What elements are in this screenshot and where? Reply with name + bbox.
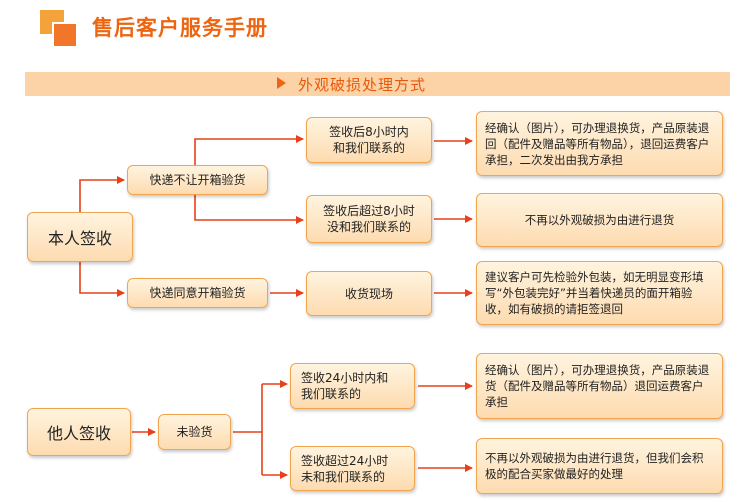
result-within-24h-text: 经确认（图片），可办理退换货，产品原装退货（配件及赠品等所有物品）退回运费客户承… <box>485 363 710 409</box>
result-within-8h-text: 经确认（图片），可办理退换货，产品原装退回（配件及赠品等所有物品），退回运费客户… <box>485 120 710 167</box>
result-over-24h-text: 不再以外观破损为由进行退货，但我们会积极的配合买家做最好的处理 <box>485 451 704 481</box>
node-within-8h: 签收后8小时内 和我们联系的 <box>306 117 432 163</box>
play-arrow-icon <box>277 77 286 89</box>
node-over-24h-label: 签收超过24小时 未和我们联系的 <box>301 453 389 484</box>
node-other-signed: 他人签收 <box>27 408 131 456</box>
node-within-24h: 签收24小时内和 我们联系的 <box>290 363 415 409</box>
node-within-24h-label: 签收24小时内和 我们联系的 <box>301 371 389 401</box>
node-courier-open-label: 快递同意开箱验货 <box>149 286 246 300</box>
node-over-8h: 签收后超过8小时 没和我们联系的 <box>306 195 432 243</box>
node-courier-open: 快递同意开箱验货 <box>127 278 268 308</box>
node-no-inspection: 未验货 <box>158 414 231 450</box>
node-no-inspection-label: 未验货 <box>176 425 213 439</box>
node-over-24h: 签收超过24小时 未和我们联系的 <box>290 446 415 491</box>
logo-square-front <box>52 22 78 48</box>
node-other-signed-label: 他人签收 <box>46 424 111 443</box>
node-within-8h-label: 签收后8小时内 和我们联系的 <box>329 125 409 155</box>
node-over-8h-label: 签收后超过8小时 没和我们联系的 <box>323 204 415 234</box>
node-on-site: 收货现场 <box>306 271 432 316</box>
result-within-8h: 经确认（图片），可办理退换货，产品原装退回（配件及赠品等所有物品），退回运费客户… <box>476 111 723 176</box>
node-self-signed: 本人签收 <box>27 212 133 262</box>
result-over-8h-text: 不再以外观破损为由进行退货 <box>524 213 675 227</box>
result-over-24h: 不再以外观破损为由进行退货，但我们会积极的配合买家做最好的处理 <box>476 438 723 494</box>
result-on-site-text: 建议客户可先检验外包装，如无明显变形填写“外包装完好”并当着快递员的面开箱验收，… <box>485 270 704 316</box>
result-within-24h: 经确认（图片），可办理退换货，产品原装退货（配件及赠品等所有物品）退回运费客户承… <box>476 353 723 419</box>
node-self-signed-label: 本人签收 <box>47 229 112 248</box>
page-title: 售后客户服务手册 <box>92 16 268 40</box>
node-on-site-label: 收货现场 <box>344 286 393 301</box>
result-over-8h: 不再以外观破损为由进行退货 <box>476 193 723 247</box>
node-courier-no-open: 快递不让开箱验货 <box>127 165 268 195</box>
section-banner <box>25 72 730 96</box>
node-courier-no-open-label: 快递不让开箱验货 <box>149 173 246 187</box>
result-on-site: 建议客户可先检验外包装，如无明显变形填写“外包装完好”并当着快递员的面开箱验收，… <box>476 261 723 325</box>
section-title: 外观破损处理方式 <box>298 76 427 94</box>
